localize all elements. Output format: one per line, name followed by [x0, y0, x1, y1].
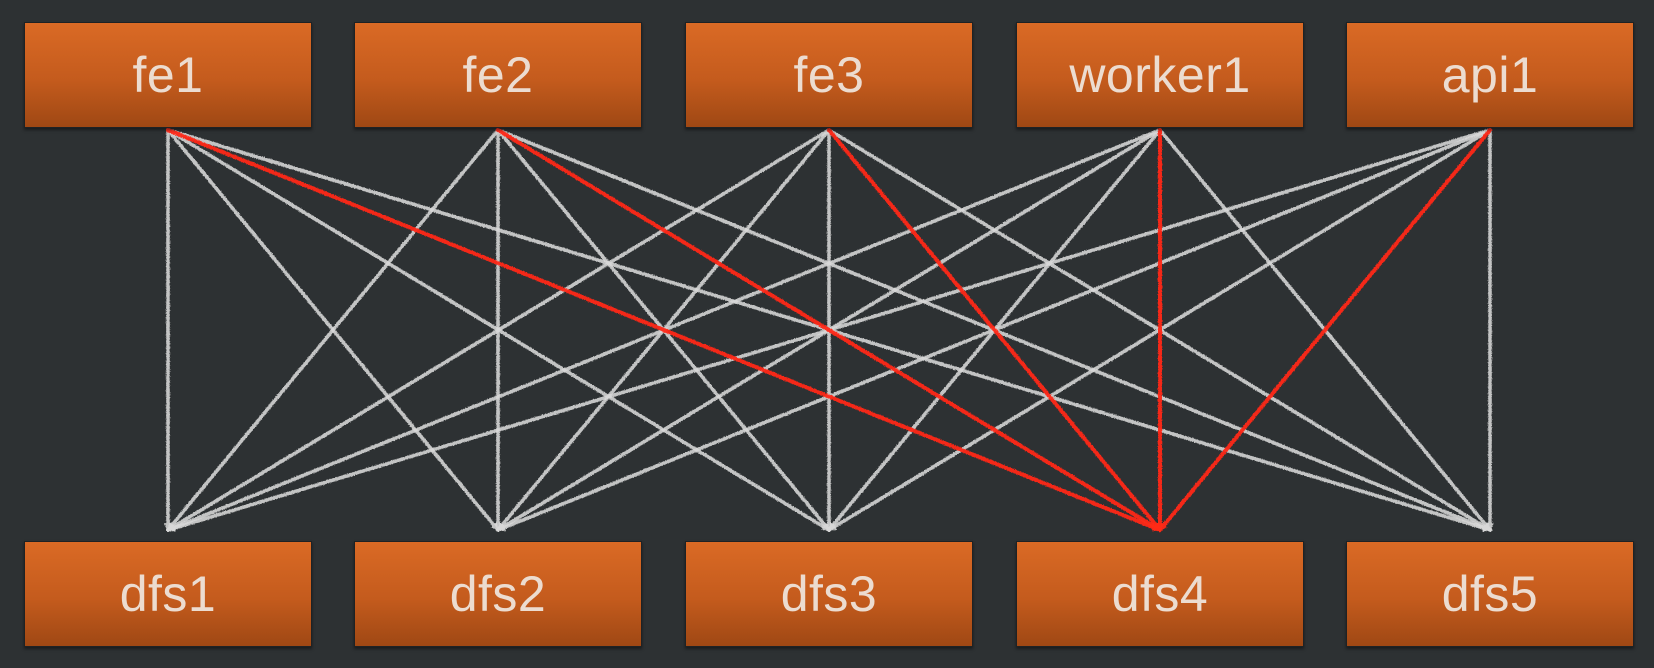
node-worker1[interactable]: worker1 [1016, 22, 1304, 128]
node-label: api1 [1441, 47, 1539, 103]
node-label: dfs2 [449, 566, 547, 622]
node-dfs1[interactable]: dfs1 [24, 541, 312, 647]
node-label: dfs4 [1111, 566, 1209, 622]
node-dfs3[interactable]: dfs3 [685, 541, 973, 647]
node-api1[interactable]: api1 [1346, 22, 1634, 128]
edge-fe1-to-dfs4 [166, 128, 1162, 532]
node-label: dfs3 [780, 566, 878, 622]
node-label: fe1 [132, 47, 204, 103]
edge-fe2-to-dfs1 [166, 128, 500, 532]
node-dfs5[interactable]: dfs5 [1346, 541, 1634, 647]
node-fe1[interactable]: fe1 [24, 22, 312, 128]
edge-fe2-to-dfs4 [496, 128, 1162, 532]
node-label: worker1 [1069, 47, 1251, 103]
node-fe3[interactable]: fe3 [685, 22, 973, 128]
node-dfs4[interactable]: dfs4 [1016, 541, 1304, 647]
node-fe2[interactable]: fe2 [354, 22, 642, 128]
node-dfs2[interactable]: dfs2 [354, 541, 642, 647]
edge-api1-to-dfs4 [1158, 128, 1492, 532]
node-label: fe2 [462, 47, 534, 103]
node-label: dfs1 [119, 566, 217, 622]
node-label: fe3 [793, 47, 865, 103]
edge-fe3-to-dfs4 [827, 128, 1162, 532]
node-label: dfs5 [1441, 566, 1539, 622]
edge-group-highlighted [166, 128, 1492, 532]
edge-fe3-to-dfs1 [166, 128, 831, 532]
